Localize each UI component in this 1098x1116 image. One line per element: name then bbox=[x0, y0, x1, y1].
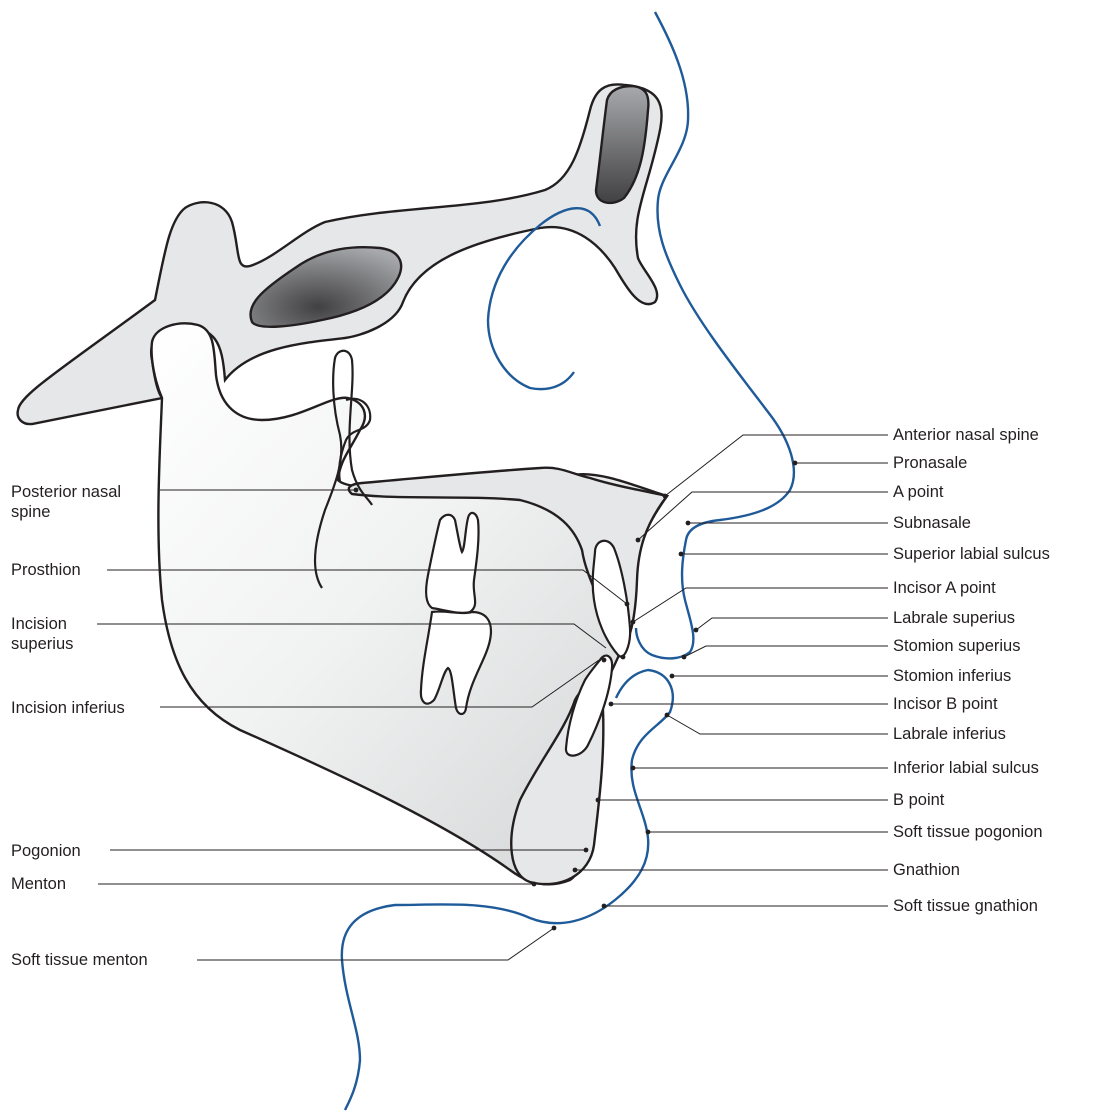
label-incision-superius: Incision superius bbox=[11, 614, 101, 654]
dot-a-point bbox=[636, 538, 641, 543]
label-labrale-inferius: Labrale inferius bbox=[893, 724, 1006, 744]
label-subnasale: Subnasale bbox=[893, 513, 971, 533]
dot-incisor-a-point bbox=[631, 620, 636, 625]
dot-pronasale bbox=[793, 461, 798, 466]
leader-anterior-nasal-spine bbox=[665, 435, 888, 496]
dot-stomion-superius bbox=[682, 655, 687, 660]
dot-soft-tissue-pogonion bbox=[646, 830, 651, 835]
dot-stomion-inferius bbox=[670, 674, 675, 679]
label-soft-tissue-pogonion: Soft tissue pogonion bbox=[893, 822, 1043, 842]
label-incision-inferius: Incision inferius bbox=[11, 698, 125, 718]
label-gnathion: Gnathion bbox=[893, 860, 960, 880]
dot-posterior-nasal-spine bbox=[354, 488, 359, 493]
leader-a-point bbox=[638, 492, 888, 540]
dot-incision-inferius bbox=[602, 658, 607, 663]
dot-labrale-superius bbox=[694, 628, 699, 633]
dot-prosthion bbox=[625, 602, 630, 607]
label-inferior-labial-sulcus: Inferior labial sulcus bbox=[893, 758, 1039, 778]
dot-b-point bbox=[596, 798, 601, 803]
dot-subnasale bbox=[686, 521, 691, 526]
dot-soft-tissue-gnathion bbox=[602, 904, 607, 909]
label-soft-tissue-menton: Soft tissue menton bbox=[11, 950, 148, 970]
label-soft-tissue-gnathion: Soft tissue gnathion bbox=[893, 896, 1038, 916]
label-pogonion: Pogonion bbox=[11, 841, 81, 861]
dot-labrale-inferius bbox=[665, 713, 670, 718]
label-a-point: A point bbox=[893, 482, 943, 502]
label-labrale-superius: Labrale superius bbox=[893, 608, 1015, 628]
leader-labrale-inferius bbox=[667, 715, 888, 734]
dot-pogonion bbox=[584, 848, 589, 853]
label-prosthion: Prosthion bbox=[11, 560, 81, 580]
label-pronasale: Pronasale bbox=[893, 453, 967, 473]
dot-anterior-nasal-spine bbox=[663, 494, 668, 499]
dot-inferior-labial-sulcus bbox=[631, 766, 636, 771]
label-superior-labial-sulcus: Superior labial sulcus bbox=[893, 544, 1050, 564]
label-posterior-nasal-spine: Posterior nasal spine bbox=[11, 482, 161, 522]
label-stomion-inferius: Stomion inferius bbox=[893, 666, 1011, 686]
dot-superior-labial-sulcus bbox=[679, 552, 684, 557]
label-stomion-superius: Stomion superius bbox=[893, 636, 1020, 656]
label-incisor-b-point: Incisor B point bbox=[893, 694, 998, 714]
leader-stomion-superius bbox=[684, 646, 888, 657]
leader-incisor-a-point bbox=[633, 588, 888, 622]
dot-menton bbox=[532, 882, 537, 887]
leader-soft-tissue-menton bbox=[197, 928, 554, 960]
dot-gnathion bbox=[573, 868, 578, 873]
dot-incision-superius bbox=[621, 655, 626, 660]
label-menton: Menton bbox=[11, 874, 66, 894]
label-anterior-nasal-spine: Anterior nasal spine bbox=[893, 425, 1039, 445]
dot-incisor-b-point bbox=[609, 702, 614, 707]
label-incisor-a-point: Incisor A point bbox=[893, 578, 996, 598]
dot-soft-tissue-menton bbox=[552, 926, 557, 931]
label-b-point: B point bbox=[893, 790, 944, 810]
leader-labrale-superius bbox=[696, 618, 888, 630]
